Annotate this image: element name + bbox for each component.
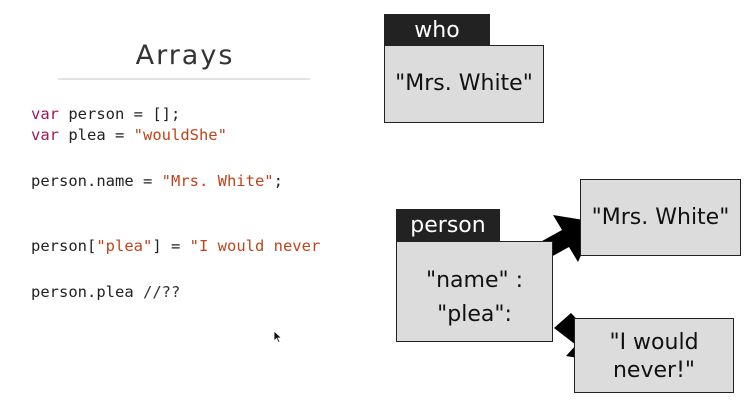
mouse-cursor-icon: [273, 330, 283, 344]
code-line-2: var plea = "wouldShe": [31, 126, 227, 144]
code-text: person = [];: [59, 105, 181, 123]
slide-title: Arrays: [135, 40, 235, 71]
title-divider: [58, 78, 310, 80]
code-text: person.plea: [31, 283, 143, 301]
code-string: "I would never: [189, 237, 321, 255]
code-keyword: var: [31, 105, 59, 123]
who-box-value: "Mrs. White": [395, 71, 533, 96]
person-prop-name: "name" :: [425, 268, 524, 293]
code-comment: //??: [142, 283, 181, 301]
person-box-label: person: [396, 209, 500, 242]
code-line-1: var person = [];: [31, 105, 180, 123]
code-text: ] =: [152, 237, 190, 255]
plea-value-line-1: "I would: [609, 330, 699, 355]
code-line-5: person.plea //??: [31, 283, 180, 301]
plea-value-line-2: never!": [612, 358, 696, 383]
plea-value-box: "I would never!": [574, 318, 734, 393]
code-string: "plea": [96, 237, 153, 255]
code-text: person[: [31, 237, 97, 255]
code-text: ;: [273, 172, 283, 190]
code-block: var person = []; var plea = "wouldShe" p…: [31, 105, 320, 301]
who-box: "Mrs. White": [384, 45, 544, 123]
person-box: "name" : "plea":: [396, 241, 553, 342]
code-string: "Mrs. White": [161, 172, 274, 190]
code-text: plea =: [59, 126, 134, 144]
code-line-4: person["plea"] = "I would never: [31, 237, 320, 255]
name-value-text: "Mrs. White": [591, 205, 730, 230]
code-text: person.name =: [31, 172, 162, 190]
name-value-box: "Mrs. White": [580, 179, 741, 256]
code-line-3: person.name = "Mrs. White";: [31, 172, 283, 190]
who-box-label: who: [384, 14, 490, 46]
code-string: "wouldShe": [133, 126, 227, 144]
person-prop-plea: "plea":: [437, 302, 512, 327]
code-keyword: var: [31, 126, 59, 144]
